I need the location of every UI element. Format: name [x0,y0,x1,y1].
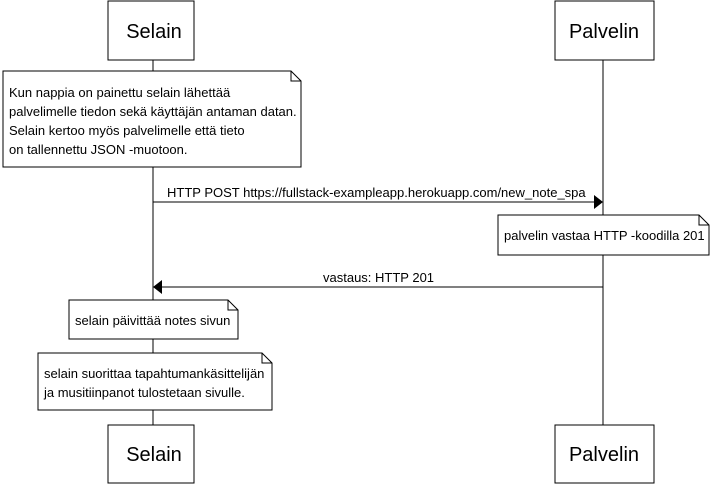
note-line: on tallennettu JSON -muotoon. [9,142,188,157]
note-line: Selain kertoo myös palvelimelle että tie… [9,123,245,138]
browser-participant-label: Selain [126,444,182,466]
note-browser-updates: selain päivittää notes sivun [68,299,239,340]
note-line: palvelin vastaa HTTP -koodilla 201 [504,228,705,243]
server-participant-label: Palvelin [569,21,639,43]
note-line: palvelimelle tiedon sekä käyttäjän antam… [9,104,297,119]
note-line: selain suorittaa tapahtumankäsittelijän [44,366,264,381]
message-post: HTTP POST https://fullstack-exampleapp.h… [153,185,603,209]
note-line: ja musitiinpanot tulostetaan sivulle. [43,385,245,400]
note-browser-handler: selain suorittaa tapahtumankäsittelijän … [37,352,273,411]
message-response: vastaus: HTTP 201 [153,270,603,294]
arrowhead-left-icon [153,280,162,294]
note-line: selain päivittää notes sivun [75,313,230,328]
browser-participant-bottom: Selain [107,424,195,484]
note-browser-sends: Kun nappia on painettu selain lähettää p… [2,70,302,168]
message-post-label: HTTP POST https://fullstack-exampleapp.h… [167,185,586,200]
note-server-responds: palvelin vastaa HTTP -koodilla 201 [497,214,710,256]
arrowhead-right-icon [594,195,603,209]
server-participant-bottom: Palvelin [554,424,655,484]
server-participant-top: Palvelin [554,0,655,61]
browser-participant-label: Selain [126,21,182,43]
message-response-label: vastaus: HTTP 201 [323,270,434,285]
browser-participant-top: Selain [107,0,195,61]
server-participant-label: Palvelin [569,444,639,466]
note-line: Kun nappia on painettu selain lähettää [9,85,231,100]
